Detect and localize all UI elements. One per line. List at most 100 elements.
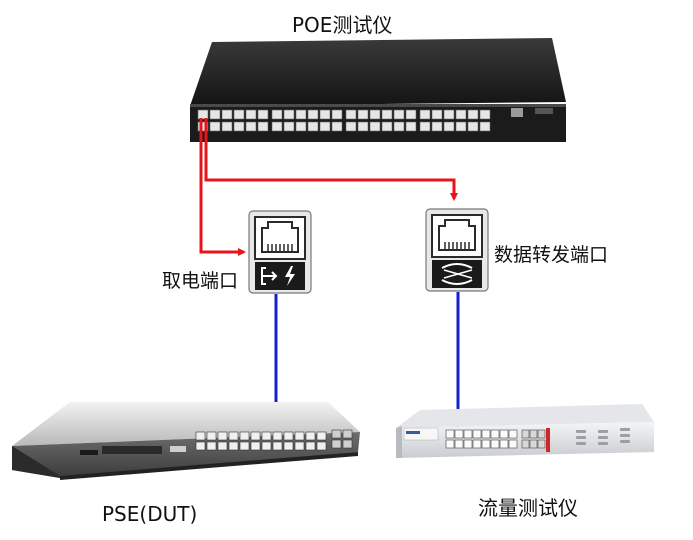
ethernet-port xyxy=(463,439,473,449)
ethernet-port xyxy=(221,121,233,132)
ethernet-port xyxy=(481,439,491,449)
ethernet-port xyxy=(508,439,518,449)
ethernet-port xyxy=(271,121,283,132)
ethernet-port xyxy=(228,431,239,441)
ethernet-port xyxy=(467,121,479,132)
ethernet-port xyxy=(261,441,272,451)
traffic-tester-label: 流量测试仪 xyxy=(478,496,578,520)
ethernet-port xyxy=(261,431,272,441)
ethernet-port xyxy=(342,429,353,439)
ethernet-port xyxy=(257,121,269,132)
pse-mgmt-port xyxy=(170,446,186,452)
ethernet-port xyxy=(472,429,482,439)
ethernet-port xyxy=(455,109,467,120)
ethernet-port xyxy=(529,439,538,449)
ethernet-port xyxy=(357,121,369,132)
poe-to-data-port-link xyxy=(204,118,458,201)
ethernet-port xyxy=(272,441,283,451)
ethernet-port xyxy=(490,439,500,449)
ethernet-port xyxy=(331,439,342,449)
ethernet-port xyxy=(307,109,319,120)
ethernet-port xyxy=(283,431,294,441)
ethernet-port xyxy=(206,431,217,441)
poe-tester-device xyxy=(190,38,566,142)
ethernet-port xyxy=(250,431,261,441)
ethernet-port xyxy=(316,441,327,451)
ethernet-port xyxy=(295,109,307,120)
ethernet-port xyxy=(529,429,538,439)
data-port-label: 数据转发端口 xyxy=(494,244,609,266)
ethernet-port xyxy=(245,121,257,132)
pse-dut-device xyxy=(12,402,360,480)
ethernet-port xyxy=(331,121,343,132)
ethernet-port xyxy=(443,109,455,120)
ethernet-port xyxy=(381,109,393,120)
ethernet-port xyxy=(445,439,455,449)
ethernet-port xyxy=(271,109,283,120)
ethernet-port xyxy=(217,431,228,441)
ethernet-port xyxy=(499,439,509,449)
poe-port-grid xyxy=(197,109,491,132)
ethernet-port xyxy=(331,429,342,439)
ethernet-port xyxy=(342,439,353,449)
ethernet-port xyxy=(239,431,250,441)
poe-brand-logo xyxy=(535,108,553,114)
ethernet-port xyxy=(537,439,546,449)
ethernet-port xyxy=(463,429,473,439)
ethernet-port xyxy=(467,109,479,120)
poe-tester-label: POE测试仪 xyxy=(292,13,393,37)
ethernet-port xyxy=(195,431,206,441)
ethernet-port xyxy=(307,121,319,132)
ethernet-port xyxy=(431,121,443,132)
ethernet-port xyxy=(197,121,209,132)
ethernet-port xyxy=(445,429,455,439)
ethernet-port xyxy=(209,121,221,132)
ethernet-port xyxy=(419,121,431,132)
ethernet-port xyxy=(257,109,269,120)
ethernet-port xyxy=(405,121,417,132)
ethernet-port xyxy=(294,431,305,441)
ethernet-port xyxy=(319,121,331,132)
traffic-port-grid xyxy=(445,429,546,449)
pse-led-block xyxy=(80,450,98,455)
ethernet-port xyxy=(239,441,250,451)
ethernet-port xyxy=(431,109,443,120)
ethernet-port xyxy=(206,441,217,451)
rj45-power-icon xyxy=(248,210,312,294)
ethernet-port xyxy=(233,121,245,132)
ethernet-port xyxy=(233,109,245,120)
ethernet-port xyxy=(472,439,482,449)
ethernet-port xyxy=(455,121,467,132)
ethernet-port xyxy=(250,441,261,451)
ethernet-port xyxy=(479,109,491,120)
poe-to-power-port-link xyxy=(199,118,246,256)
ethernet-port xyxy=(393,121,405,132)
ethernet-port xyxy=(345,121,357,132)
pse-label-plate xyxy=(102,446,162,454)
ethernet-port xyxy=(490,429,500,439)
traffic-accent-stripe xyxy=(546,428,550,452)
ethernet-port xyxy=(228,441,239,451)
rj45-data-icon xyxy=(425,208,489,292)
ethernet-port xyxy=(499,429,509,439)
ethernet-port xyxy=(405,109,417,120)
ethernet-port xyxy=(295,121,307,132)
ethernet-port xyxy=(454,439,464,449)
ethernet-port xyxy=(369,109,381,120)
ethernet-port xyxy=(245,109,257,120)
ethernet-port xyxy=(521,439,530,449)
ethernet-port xyxy=(272,431,283,441)
ethernet-port xyxy=(443,121,455,132)
ethernet-port xyxy=(345,109,357,120)
ethernet-port xyxy=(209,109,221,120)
ethernet-port xyxy=(283,441,294,451)
ethernet-port xyxy=(521,429,530,439)
pse-dut-label: PSE(DUT) xyxy=(102,502,198,526)
ethernet-port xyxy=(197,109,209,120)
ethernet-port xyxy=(316,431,327,441)
ethernet-port xyxy=(217,441,228,451)
ethernet-port xyxy=(283,109,295,120)
traffic-tester-device xyxy=(396,404,654,458)
ethernet-port xyxy=(419,109,431,120)
